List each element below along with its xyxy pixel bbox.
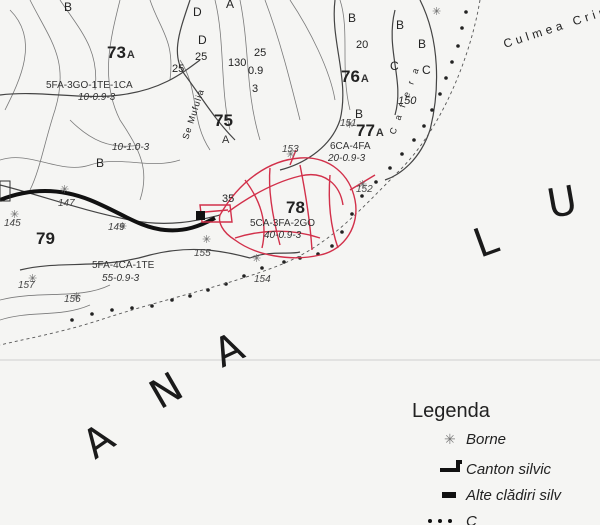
svg-text:152: 152 (356, 184, 373, 195)
svg-text:✳: ✳ (118, 221, 127, 233)
svg-text:77A: 77A (356, 121, 384, 140)
svg-text:76A: 76A (341, 67, 369, 86)
parcel-79: 79 (36, 229, 55, 248)
svg-text:156: 156 (64, 294, 81, 305)
svg-text:35: 35 (222, 193, 234, 205)
coastline (0, 0, 481, 346)
svg-text:75: 75 (214, 111, 233, 130)
border-numbers: 147 145 149 155 154 157 156 153 151 152 (4, 118, 373, 305)
parcel-76: 76 (341, 67, 360, 86)
svg-text:153: 153 (282, 144, 299, 155)
svg-text:B: B (64, 0, 72, 14)
parcel-73: 73 (107, 43, 126, 62)
svg-text:B: B (355, 107, 363, 121)
contour-lines (0, 0, 351, 321)
svg-text:25: 25 (254, 47, 266, 59)
svg-text:145: 145 (4, 218, 21, 229)
svg-text:25: 25 (172, 63, 184, 75)
stand-77-line1: 6CA-4FA (330, 141, 371, 152)
stand-75-line1: 10-1.0-3 (112, 142, 150, 153)
main-road (0, 189, 216, 233)
svg-text:C: C (422, 63, 431, 77)
red-plot-sketch (199, 149, 376, 259)
stand-79-line1: 5FA-4CA-1TE (92, 260, 155, 271)
small-numbers: 25 25 25 130 0.9 20 150 35 3 (172, 39, 417, 205)
borne-symbol-icon: ✳ (444, 431, 456, 447)
svg-text:B: B (396, 18, 404, 32)
canton-symbol-icon (440, 460, 462, 472)
stand-73-line1: 5FA-3GO-1TE-1CA (46, 80, 133, 91)
parcel-75: 75 (214, 111, 233, 130)
legend-title: Legenda (412, 400, 491, 422)
svg-text:157: 157 (18, 280, 35, 291)
svg-text:✳: ✳ (28, 273, 37, 285)
svg-text:A: A (226, 0, 234, 11)
svg-text:✳: ✳ (358, 179, 367, 191)
legend-item-dots: C (466, 513, 477, 525)
svg-text:3: 3 (252, 83, 258, 95)
svg-text:147: 147 (58, 198, 75, 209)
svg-text:D: D (193, 5, 202, 19)
svg-text:149: 149 (108, 222, 125, 233)
canton-marker (196, 211, 205, 220)
svg-text:C: C (390, 59, 399, 73)
stand-73-line2: 10-0.9-3 (78, 92, 116, 103)
svg-text:151: 151 (340, 118, 357, 129)
svg-text:0.9: 0.9 (248, 65, 263, 77)
legend-item-canton: Canton silvic (466, 461, 552, 478)
building-symbol-icon (442, 492, 456, 498)
stand-78-line2: 40-0.9-3 (264, 230, 302, 241)
svg-text:B: B (348, 11, 356, 25)
stand-77-line2: 20-0.9-3 (327, 153, 366, 164)
dots-symbol-icon (428, 519, 452, 523)
svg-text:✳: ✳ (60, 184, 69, 196)
stand-79-line2: 55-0.9-3 (102, 273, 140, 284)
parcel-labels: 73A 75 A 76A 77A 78 79 (36, 43, 384, 248)
parcel-78: 78 (286, 198, 305, 217)
borne-markers: ✳ ✳ ✳ ✳ ✳ ✳ ✳ ✳ ✳ ✳ ✳ (10, 6, 441, 303)
svg-text:155: 155 (194, 248, 211, 259)
svg-text:✳: ✳ (202, 234, 211, 246)
svg-text:✳: ✳ (345, 119, 354, 131)
svg-text:130: 130 (228, 57, 246, 69)
svg-text:✳: ✳ (72, 291, 81, 303)
stand-descriptions: 5FA-3GO-1TE-1CA 10-0.9-3 10-1.0-3 6CA-4F… (46, 80, 371, 284)
edge-marker (0, 180, 11, 202)
legend: Legenda ✳ Borne Canton silvic Alte clădi… (412, 400, 563, 525)
svg-text:73A: 73A (107, 43, 135, 62)
svg-text:154: 154 (254, 274, 271, 285)
svg-text:20: 20 (356, 39, 368, 51)
svg-text:25: 25 (195, 51, 207, 63)
svg-text:B: B (96, 156, 104, 170)
svg-text:150: 150 (398, 95, 417, 107)
svg-text:✳: ✳ (432, 6, 441, 18)
stand-78-line1: 5CA-3FA-2GO (250, 218, 315, 229)
svg-text:B: B (418, 37, 426, 51)
svg-text:✳: ✳ (10, 209, 19, 221)
parcel-77: 77 (356, 121, 375, 140)
svg-text:D: D (198, 33, 207, 47)
subcompartment-letters: B D D C B B C B A B B (64, 0, 431, 170)
svg-text:✳: ✳ (252, 253, 261, 265)
legend-item-borne: Borne (466, 431, 506, 448)
dotted-boundary (70, 10, 468, 322)
svg-text:✳: ✳ (286, 149, 295, 161)
svg-text:A: A (222, 134, 230, 146)
legend-item-buildings: Alte clădiri silv (465, 487, 563, 504)
